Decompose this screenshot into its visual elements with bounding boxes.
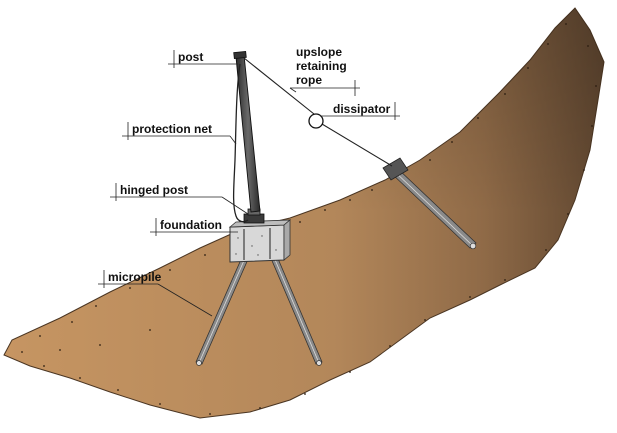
label-post: post [178, 50, 203, 64]
slope-shading [4, 8, 604, 418]
label-foundation: foundation [160, 218, 222, 232]
anchor-micropile [382, 157, 477, 250]
leader-lines [98, 50, 400, 317]
foundation-block [228, 219, 292, 263]
label-protection-net: protection net [132, 122, 212, 136]
label-upslope-3: rope [296, 73, 322, 87]
dissipator-ring [308, 113, 324, 129]
label-micropile: micropile [108, 270, 162, 284]
label-dissipator: dissipator [333, 102, 391, 116]
soil-speckles [21, 23, 597, 415]
label-upslope-1: upslope [296, 45, 342, 59]
protection-net [232, 63, 249, 223]
label-hinged-post: hinged post [120, 183, 188, 197]
label-upslope-2: retaining [296, 59, 347, 73]
post [233, 50, 261, 213]
upslope-retaining-rope [243, 57, 393, 167]
